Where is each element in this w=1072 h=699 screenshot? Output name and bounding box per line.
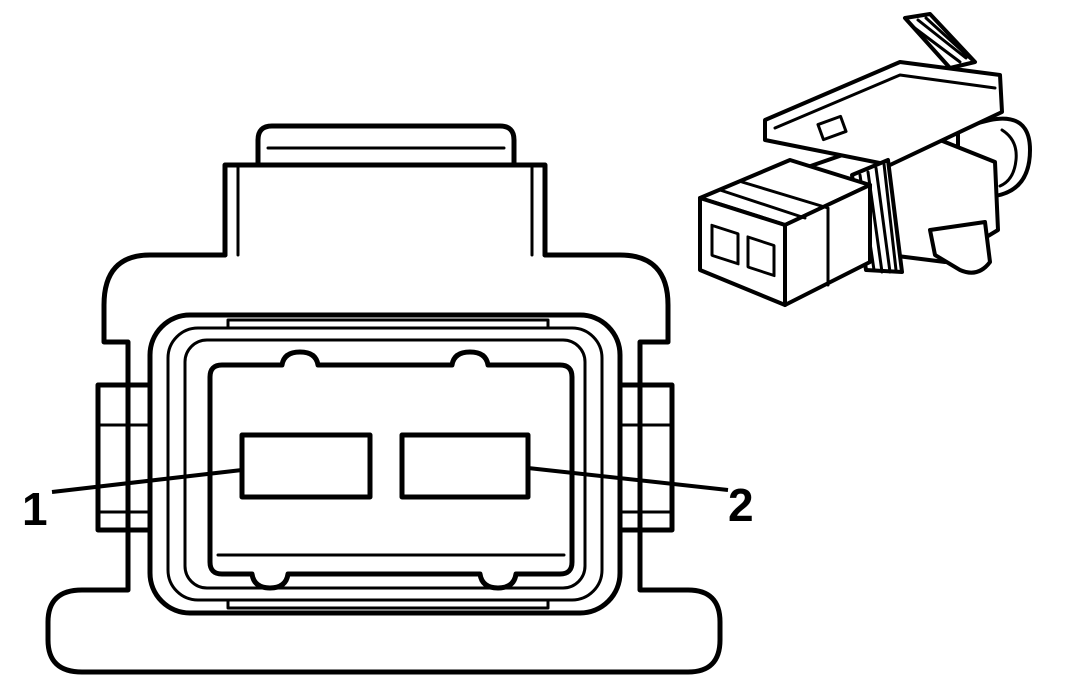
terminal-window-2 — [746, 235, 776, 278]
connector-neck — [222, 162, 548, 258]
terminal-window-1 — [710, 223, 740, 266]
rear-boot-inner — [998, 128, 1018, 188]
seal-ring-inner — [183, 338, 587, 590]
terminal-cavity — [207, 349, 575, 591]
latch-grip-window — [816, 114, 848, 142]
connector-outer-shell — [45, 252, 723, 675]
latch-lever-ridge — [773, 73, 997, 130]
terminal-2 — [399, 432, 531, 500]
leader-line-2 — [527, 466, 729, 492]
lock-tab — [903, 12, 977, 70]
connector-isometric-view — [698, 12, 1032, 307]
side-latch-right-detail — [618, 423, 674, 514]
connector-face-view — [45, 123, 723, 675]
terminal-1 — [239, 432, 373, 500]
side-latch-left — [95, 382, 153, 533]
leader-line-1 — [51, 468, 243, 494]
rear-bracket — [928, 220, 992, 275]
seal-ring-outer — [147, 312, 623, 616]
side-latch-left-detail — [96, 423, 152, 514]
seal-ring-middle — [166, 326, 604, 602]
callout-label-1: 1 — [22, 483, 48, 535]
lock-tab-serration — [910, 16, 974, 64]
mating-nose-rib — [740, 180, 830, 287]
seal-top-band — [226, 318, 550, 330]
locking-tab — [255, 123, 517, 168]
mating-nose-groove — [718, 188, 807, 220]
seal-bottom-band — [226, 598, 550, 610]
callout-label-2: 2 — [728, 479, 754, 531]
side-latch-right — [617, 382, 675, 533]
